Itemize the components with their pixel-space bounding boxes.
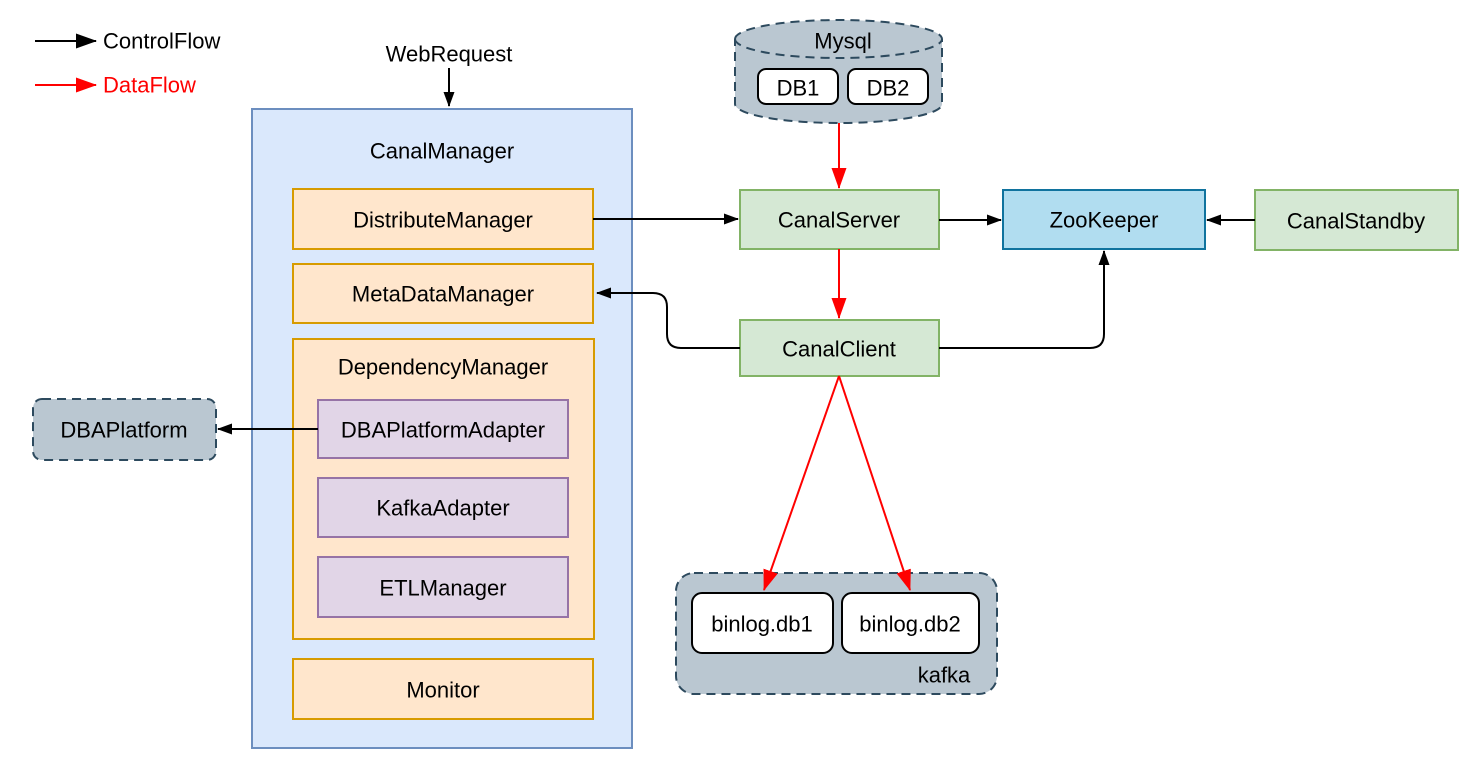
canal-client-label: CanalClient: [782, 337, 896, 362]
kafka-adapter-box: [317, 477, 569, 538]
canal-standby-box: [1254, 189, 1459, 251]
zookeeper-label: ZooKeeper: [1050, 208, 1159, 233]
control-flow-label: ControlFlow: [103, 29, 220, 54]
meta-data-manager-label: MetaDataManager: [352, 282, 534, 307]
etl-manager-label: ETLManager: [379, 576, 506, 601]
dba-platform-adapter-box: [317, 399, 569, 459]
zookeeper-box: [1002, 189, 1206, 250]
dba-platform-box: [32, 398, 217, 461]
distribute-manager-label: DistributeManager: [353, 208, 533, 233]
db1-box: [757, 68, 839, 105]
kafka-label: kafka: [918, 663, 971, 688]
legend: ControlFlow DataFlow: [35, 29, 220, 98]
db2-label: DB2: [867, 76, 910, 101]
canal-manager-group: CanalManager DistributeManager MetaDataM…: [251, 108, 633, 749]
web-request-label: WebRequest: [386, 42, 513, 67]
canal-server-label: CanalServer: [778, 208, 900, 233]
mysql-cylinder-rim: [734, 38, 943, 59]
arrow-canal-client-to-meta-data-manager: [596, 287, 740, 349]
monitor-box: [292, 658, 594, 720]
canal-client-box: [739, 319, 940, 377]
db1-label: DB1: [777, 76, 820, 101]
arrow-canal-client-to-zookeeper: [939, 250, 1110, 349]
monitor-label: Monitor: [406, 678, 479, 703]
arrow-canal-client-to-binlog-db1: [763, 375, 840, 591]
dba-platform-adapter-label: DBAPlatformAdapter: [341, 418, 545, 443]
etl-manager-box: [317, 556, 569, 618]
mysql-label: Mysql: [814, 29, 871, 54]
binlog-db1-label: binlog.db1: [711, 612, 813, 637]
meta-data-manager-box: [292, 263, 594, 324]
kafka-group: binlog.db1 binlog.db2 kafka: [675, 572, 998, 695]
canal-server-box: [739, 189, 940, 250]
binlog-db2-box: [841, 592, 980, 654]
db2-box: [847, 68, 929, 105]
dba-platform-label: DBAPlatform: [60, 418, 187, 443]
kafka-adapter-label: KafkaAdapter: [376, 496, 509, 521]
mysql-database-group: Mysql DB1 DB2: [734, 19, 943, 124]
binlog-db2-label: binlog.db2: [859, 612, 961, 637]
dependency-manager-label: DependencyManager: [338, 355, 548, 380]
binlog-db1-box: [691, 592, 834, 654]
canal-standby-label: CanalStandby: [1287, 209, 1425, 234]
canal-manager-label: CanalManager: [370, 139, 514, 164]
data-flow-label: DataFlow: [103, 73, 196, 98]
arrow-canal-client-to-binlog-db2: [838, 375, 911, 591]
